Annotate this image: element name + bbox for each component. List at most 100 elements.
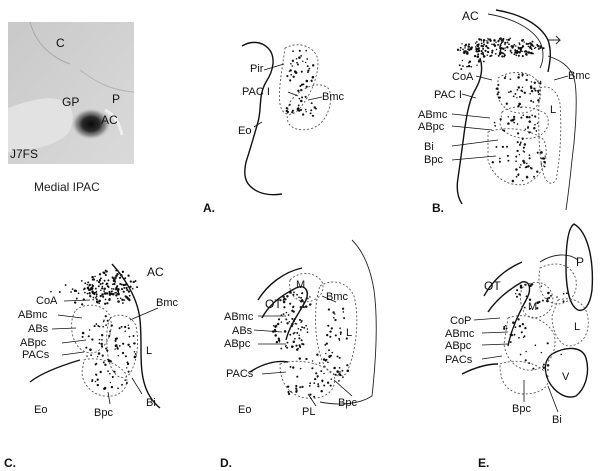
labeled-cell [80,280,83,282]
labeled-cell [524,166,527,169]
labeled-cell [299,85,302,87]
labeled-cell [299,346,302,349]
labeled-cell [117,291,120,294]
labeled-cell [127,274,130,277]
labeled-cell [514,92,517,95]
labeled-cell [543,165,546,168]
labeled-cell [518,43,521,46]
labeled-cell [334,313,336,315]
labeled-cell [102,271,105,274]
labeled-cell [126,288,129,292]
labeled-cell [502,37,505,41]
labeled-cell [525,162,528,165]
labeled-cell [517,76,520,79]
labeled-cell [111,287,113,290]
labeled-cell [94,380,97,383]
labeled-cell [518,336,520,339]
panel-c-letter: C. [4,456,16,470]
labeled-cell [466,65,468,68]
labeled-cell [517,173,520,176]
labeled-cell [509,37,511,40]
labeled-cell [497,55,500,57]
labeled-cell [541,299,544,302]
labeled-cell [325,342,328,345]
labeled-cell [346,369,350,373]
labeled-cell [345,337,348,340]
labeled-cell [320,389,323,393]
labeled-cell [303,301,306,304]
labeled-cell [288,103,291,106]
labeled-cell [313,395,316,398]
labeled-cell [531,114,534,117]
labeled-cell [500,51,502,53]
labeled-cell [282,296,285,298]
labeled-cell [336,355,339,358]
labeled-cell [127,290,131,293]
labeled-cell [491,43,493,46]
labeled-cell [112,288,115,290]
labeled-cell [534,344,537,346]
labeled-cell [533,175,535,178]
labeled-cell [520,141,522,143]
labeled-cell [341,369,344,372]
labeled-cell [341,376,344,379]
labeled-cell [81,335,84,338]
labeled-cell [121,383,123,386]
labeled-cell [475,50,478,53]
labeled-cell [301,292,304,295]
photo-label-gp: GP [62,95,79,109]
labeled-cell [302,60,304,63]
labeled-cell [523,143,527,146]
labeled-cell [343,317,346,320]
labeled-cell [77,292,80,295]
labeled-cell [298,56,301,59]
labeled-cell [516,289,519,292]
labeled-cell [514,326,517,329]
labeled-cell [516,141,519,144]
labeled-cell [128,335,131,338]
labeled-cell [513,53,516,56]
labeled-cell [537,80,539,82]
labeled-cell [467,64,471,68]
labeled-cell [129,280,132,283]
panel-e-label-abmc: ABmc [445,328,475,340]
labeled-cell [323,365,325,368]
labeled-cell [327,324,330,327]
labeled-cell [339,331,342,334]
labeled-cell [501,51,504,54]
labeled-cell [338,339,341,341]
labeled-cell [306,65,309,68]
labeled-cell [336,370,339,373]
labeled-cell [486,41,489,44]
labeled-cell [338,380,340,382]
labeled-cell [84,282,87,285]
labeled-cell [290,345,294,349]
labeled-cell [305,79,309,83]
panel-e-label-cop: CoP [450,315,471,327]
labeled-cell [131,287,134,290]
labeled-cell [480,42,483,45]
labeled-cell [104,363,107,367]
panel-d-label-abs: ABs [232,325,253,337]
panel-c-label-bmc: Bmc [156,297,179,309]
labeled-cell [128,294,131,297]
labeled-cell [123,286,126,289]
panel-a-label-paci: PAC I [242,86,270,98]
labeled-cell [540,151,543,154]
labeled-cell [299,328,302,331]
labeled-cell [299,386,302,389]
labeled-cell [534,123,536,126]
labeled-cell [310,102,313,105]
labeled-cell [127,370,130,373]
labeled-cell [509,333,512,336]
labeled-cell [461,59,464,62]
labeled-cell [467,45,470,48]
labeled-cell [527,42,530,45]
labeled-cell [498,160,501,163]
panel-d-label-pacs: PACs [226,368,254,380]
labeled-cell [84,291,86,294]
labeled-cell [486,50,490,54]
labeled-cell [101,293,104,296]
panel-b-label-abmc: ABmc [418,109,448,121]
labeled-cell [295,384,298,388]
